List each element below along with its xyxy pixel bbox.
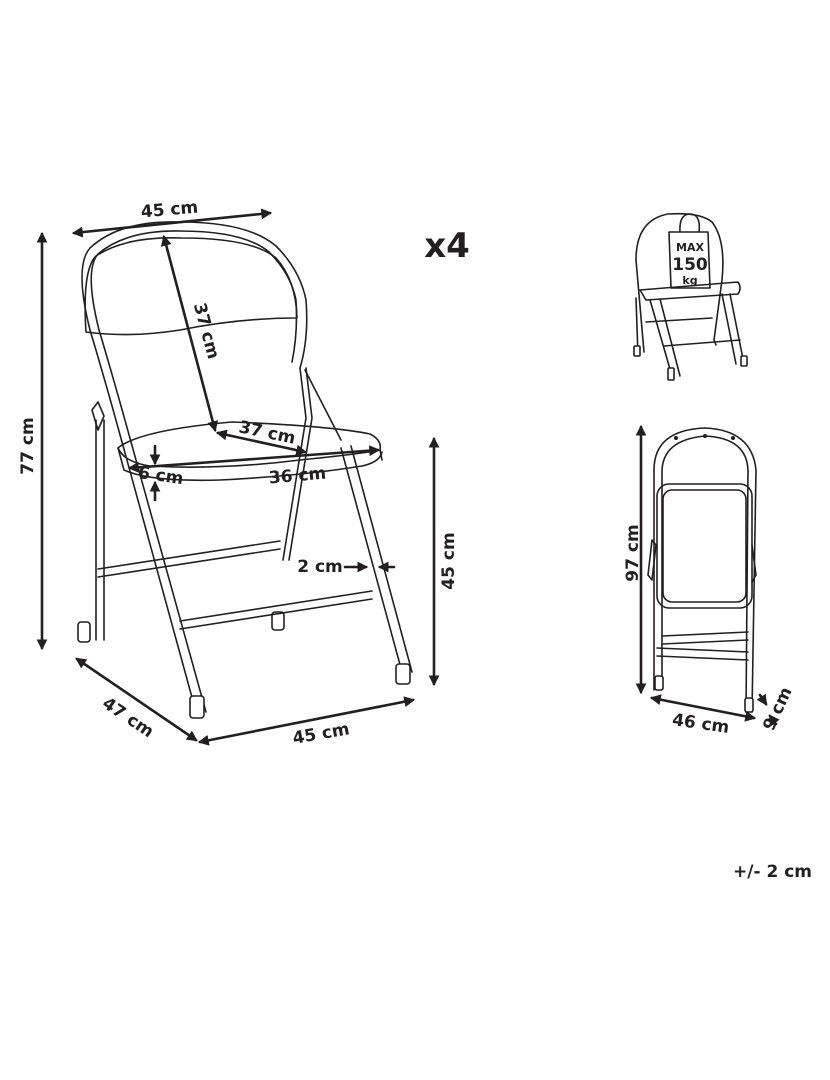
- label-folded-depth: 9 cm: [759, 684, 796, 734]
- arrow-folded-depth-b: [768, 714, 780, 727]
- arrow-seat-width: [127, 445, 381, 473]
- weight-label-max: MAX: [676, 241, 704, 254]
- upper-crossbar: [97, 540, 281, 578]
- folded-seat: [656, 483, 753, 609]
- weight-icon: [668, 213, 711, 289]
- arrow-folded-width: [649, 694, 757, 722]
- label-top-width: 45 cm: [140, 198, 199, 223]
- lower-crossbar: [179, 590, 373, 630]
- folded-chair-drawing: [647, 427, 757, 713]
- front-foot-left: [189, 695, 205, 719]
- folded-dimension-arrows: [635, 424, 780, 727]
- rear-foot-left: [77, 621, 91, 643]
- tolerance-note: +/- 2 cm: [733, 862, 812, 882]
- weight-label-value: 150: [672, 255, 708, 275]
- folded-dimension-labels: 97 cm 46 cm 9 cm: [623, 524, 797, 738]
- quantity-label: x4: [424, 226, 470, 266]
- label-seat-height: 45 cm: [439, 532, 459, 589]
- label-seat-width: 36 cm: [268, 464, 327, 489]
- arrow-backrest-height: [160, 234, 219, 433]
- main-dimension-labels: 45 cm 37 cm 77 cm 37 cm 36 cm 6 cm 2 cm …: [18, 198, 459, 749]
- arrow-base-width: [197, 696, 416, 746]
- label-tube-diameter: 2 cm: [297, 557, 343, 577]
- rear-foot-right: [271, 611, 285, 631]
- weight-label-unit: kg: [682, 274, 697, 287]
- arrow-base-depth: [75, 657, 198, 742]
- arrow-folded-depth-a: [756, 693, 768, 706]
- backrest-pad: [84, 237, 298, 336]
- main-dimension-arrows: [36, 208, 440, 746]
- label-folded-width: 46 cm: [671, 710, 731, 738]
- rear-frame: [77, 367, 342, 643]
- arrow-top-width: [71, 208, 273, 238]
- seat-bracket: [91, 401, 105, 431]
- front-foot-right: [395, 663, 411, 685]
- label-base-width: 45 cm: [291, 719, 351, 749]
- front-frame: [81, 221, 413, 719]
- load-capacity-icon: MAX 150 kg: [633, 212, 748, 381]
- label-base-depth: 47 cm: [98, 694, 157, 743]
- label-folded-height: 97 cm: [623, 524, 643, 581]
- main-chair-drawing: [77, 221, 413, 719]
- label-overall-height: 77 cm: [18, 417, 38, 474]
